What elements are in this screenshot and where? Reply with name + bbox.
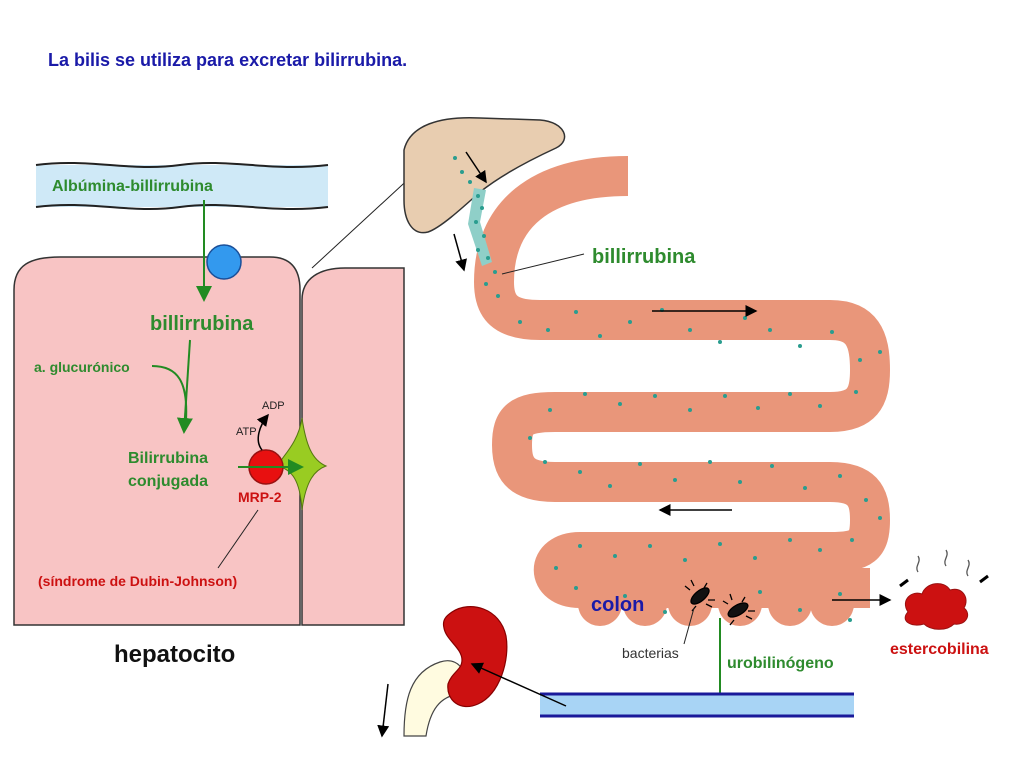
membrane-transporter: [206, 244, 242, 280]
conjugated-bilirubin-label-1: Bilirrubina: [128, 450, 208, 467]
bacteria-icon: [684, 579, 755, 626]
bacteria-pointer: [683, 607, 695, 645]
bile-duct: [468, 188, 492, 266]
conjugated-bilirubin-label-2: conjugada: [128, 473, 208, 490]
flow-arrow-1: [465, 151, 487, 184]
albumin-bilirubin-label: Albúmina-billirrubina: [52, 178, 213, 195]
atp-adp-arrow: [256, 413, 269, 451]
conjugation-arrow: [176, 339, 193, 434]
stercobilin-stool-icon: [899, 549, 989, 630]
adp-label: ADP: [262, 400, 285, 412]
renal-arrow: [470, 662, 567, 707]
atp-label: ATP: [236, 426, 257, 438]
hepatocyte-cell: [13, 256, 301, 626]
blood-vessel-bottom: [540, 692, 854, 718]
bacteria-label: bacterias: [622, 645, 679, 661]
stercobilin-label: estercobilina: [890, 641, 989, 658]
flow-arrow-2: [453, 233, 467, 272]
glucuronic-acid-label: a. glucurónico: [34, 359, 130, 375]
colon-segments: [578, 582, 854, 626]
hepatocyte-label: hepatocito: [114, 641, 235, 668]
adjacent-hepatocyte: [301, 267, 405, 626]
dubin-johnson-label: (síndrome de Dubin-Johnson): [38, 573, 237, 589]
glucuronic-curve: [151, 365, 188, 421]
bilirubin-pointer: [501, 253, 585, 275]
excretion-arrow: [377, 683, 390, 738]
bile-dots: [453, 156, 882, 622]
bilirubin-intestine-label: billirrubina: [592, 246, 696, 268]
dubin-johnson-pointer: [217, 509, 259, 569]
page-title: La bilis se utiliza para excretar bilirr…: [48, 50, 407, 70]
intestine: [474, 156, 890, 608]
kidney-icon: [403, 606, 508, 737]
urobilinogen-label: urobilinógeno: [727, 655, 834, 672]
bilirubin-cell-label: billirrubina: [150, 313, 254, 335]
mrp2-label: MRP-2: [238, 489, 282, 505]
colon-label: colon: [591, 594, 644, 616]
blood-vessel-top: [35, 161, 329, 211]
